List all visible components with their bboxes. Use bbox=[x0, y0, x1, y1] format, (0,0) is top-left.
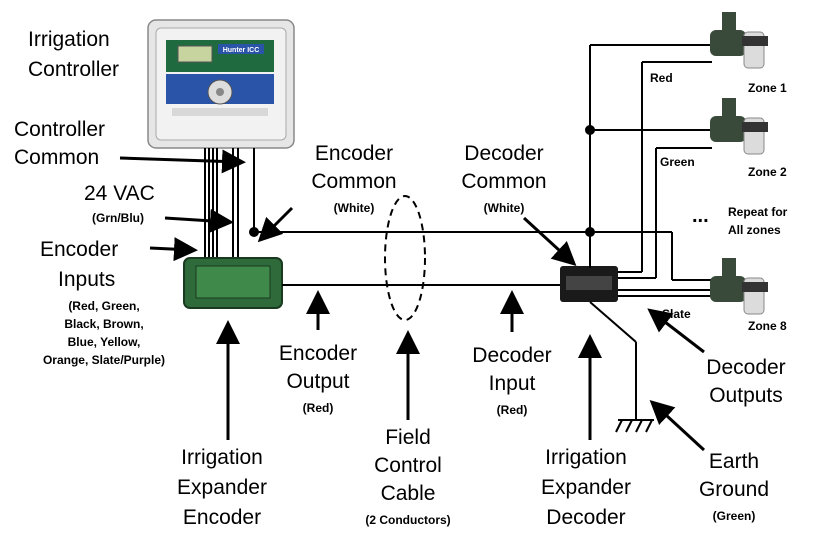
field-cable-ellipse bbox=[384, 195, 426, 321]
controller-wires bbox=[204, 148, 255, 260]
svg-text:24 VAC: 24 VAC bbox=[84, 182, 155, 205]
arrow-decoder-common bbox=[522, 216, 577, 267]
svg-text:Expander: Expander bbox=[177, 476, 267, 499]
irrigation-controller-label: Irrigation Controller bbox=[28, 28, 119, 81]
wire-green-label: Green bbox=[660, 155, 695, 169]
encoder-output-label: Encoder Output (Red) bbox=[279, 342, 357, 415]
svg-text:Controller: Controller bbox=[28, 58, 119, 81]
svg-text:Common: Common bbox=[14, 146, 99, 169]
svg-text:Irrigation: Irrigation bbox=[28, 28, 110, 51]
svg-text:Repeat for: Repeat for bbox=[728, 205, 788, 219]
svg-text:Decoder: Decoder bbox=[546, 506, 625, 529]
zone-8-label: Zone 8 bbox=[748, 319, 787, 333]
svg-text:Orange, Slate/Purple): Orange, Slate/Purple) bbox=[43, 353, 165, 367]
svg-text:Black, Brown,: Black, Brown, bbox=[64, 317, 143, 331]
arrow-encoder-inputs bbox=[149, 237, 198, 262]
svg-text:Expander: Expander bbox=[541, 476, 631, 499]
valve-zone-2 bbox=[710, 98, 768, 155]
encoder-common-label: Encoder Common (White) bbox=[311, 142, 396, 215]
vac-24-label: 24 VAC (Grn/Blu) bbox=[84, 182, 155, 225]
svg-text:Control: Control bbox=[374, 454, 442, 477]
svg-text:Earth: Earth bbox=[709, 450, 759, 473]
svg-text:Decoder: Decoder bbox=[464, 142, 543, 165]
valve-zone-8 bbox=[710, 258, 768, 315]
irrigation-expander-decoder-module bbox=[560, 266, 618, 302]
svg-text:All zones: All zones bbox=[728, 223, 781, 237]
svg-text:Common: Common bbox=[461, 170, 546, 193]
svg-text:Cable: Cable bbox=[381, 482, 436, 505]
decoder-input-label: Decoder Input (Red) bbox=[472, 344, 551, 417]
irrigation-expander-encoder-module bbox=[183, 257, 283, 309]
decoder-outputs-label: Decoder Outputs bbox=[706, 356, 785, 407]
irrigation-controller-image: Hunter ICC bbox=[147, 19, 295, 149]
svg-text:Encoder: Encoder bbox=[279, 342, 357, 365]
expander-decoder-label: Irrigation Expander Decoder bbox=[541, 446, 631, 529]
svg-text:Decoder: Decoder bbox=[706, 356, 785, 379]
wire-red-label: Red bbox=[650, 71, 673, 85]
svg-text:(2 Conductors): (2 Conductors) bbox=[365, 513, 450, 527]
earth-ground-label: Earth Ground (Green) bbox=[699, 450, 769, 523]
svg-text:Decoder: Decoder bbox=[472, 344, 551, 367]
zone-1-label: Zone 1 bbox=[748, 81, 787, 95]
field-cable-label: Field Control Cable (2 Conductors) bbox=[365, 426, 450, 527]
svg-text:Field: Field bbox=[385, 426, 431, 449]
wire-slate-label: Slate bbox=[662, 307, 691, 321]
controller-common-label: Controller Common bbox=[14, 118, 105, 169]
svg-text:Blue, Yellow,: Blue, Yellow, bbox=[68, 335, 141, 349]
svg-text:Controller: Controller bbox=[14, 118, 105, 141]
svg-text:Output: Output bbox=[286, 370, 349, 393]
valve-zone-1 bbox=[710, 12, 768, 69]
svg-text:Encoder: Encoder bbox=[40, 238, 118, 261]
encoder-inputs-label: Encoder Inputs (Red, Green, Black, Brown… bbox=[40, 238, 165, 367]
arrow-encoder-common bbox=[257, 206, 294, 243]
arrow-controller-common bbox=[119, 149, 246, 174]
svg-text:Ground: Ground bbox=[699, 478, 769, 501]
svg-text:Irrigation: Irrigation bbox=[545, 446, 627, 469]
svg-text:Input: Input bbox=[489, 372, 536, 395]
arrow-earth-ground bbox=[649, 399, 706, 452]
svg-text:Encoder: Encoder bbox=[315, 142, 393, 165]
svg-text:(Green): (Green) bbox=[713, 509, 756, 523]
field-wires bbox=[249, 44, 712, 433]
wire-color-labels: Red Green Slate bbox=[650, 71, 695, 321]
svg-text:Encoder: Encoder bbox=[183, 506, 261, 529]
zone-2-label: Zone 2 bbox=[748, 165, 787, 179]
ellipsis-text: ... bbox=[692, 205, 709, 227]
zone-labels: Zone 1 Zone 2 Zone 8 bbox=[748, 81, 787, 333]
controller-brand: Hunter ICC bbox=[223, 47, 260, 54]
arrow-decoder-outputs bbox=[647, 308, 705, 354]
svg-text:(Red, Green,: (Red, Green, bbox=[68, 299, 139, 313]
arrow-24vac bbox=[164, 208, 234, 233]
expander-encoder-label: Irrigation Expander Encoder bbox=[177, 446, 267, 529]
decoder-common-label: Decoder Common (White) bbox=[461, 142, 546, 215]
svg-text:(White): (White) bbox=[334, 201, 375, 215]
svg-text:(Red): (Red) bbox=[303, 401, 334, 415]
repeat-note: ... Repeat for All zones bbox=[692, 205, 788, 237]
svg-text:Inputs: Inputs bbox=[58, 268, 115, 291]
svg-text:(Red): (Red) bbox=[497, 403, 528, 417]
pointer-arrows bbox=[119, 149, 706, 452]
svg-text:(Grn/Blu): (Grn/Blu) bbox=[92, 211, 144, 225]
svg-text:Common: Common bbox=[311, 170, 396, 193]
svg-text:Outputs: Outputs bbox=[709, 384, 783, 407]
svg-text:(White): (White) bbox=[484, 201, 525, 215]
svg-text:Irrigation: Irrigation bbox=[181, 446, 263, 469]
